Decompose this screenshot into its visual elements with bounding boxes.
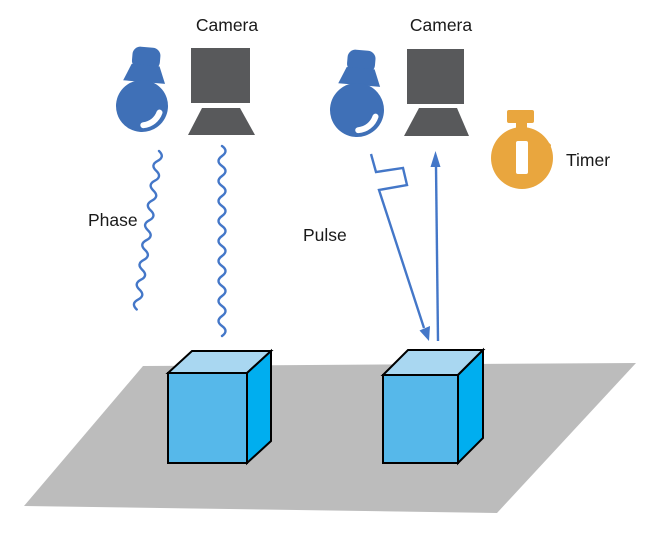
- pulse-line: [369, 153, 426, 329]
- bulb-cap: [347, 49, 376, 73]
- sine-wave: [217, 144, 227, 338]
- cube-front-face: [167, 372, 248, 464]
- camera-icon-right: [404, 49, 469, 136]
- phase-wave-returned: [217, 144, 227, 338]
- camera-body: [407, 49, 464, 104]
- timer-label: Timer: [566, 150, 610, 170]
- cube-front-face: [382, 374, 459, 464]
- stopwatch-icon: [491, 110, 553, 189]
- sine-wave: [132, 149, 163, 311]
- bulb-neck: [338, 66, 381, 87]
- timer-button: [507, 110, 534, 123]
- target-cube-left: [165, 348, 274, 466]
- camera-icon-left: [188, 48, 255, 135]
- phase-wave-emitted: [132, 149, 163, 311]
- camera-lens: [404, 108, 469, 136]
- return-line: [434, 165, 440, 342]
- light-bulb-icon-left: [116, 46, 168, 132]
- camera-lens: [188, 108, 255, 135]
- pulse-beam-outgoing: [369, 153, 430, 341]
- light-bulb-icon-right: [330, 49, 384, 137]
- arrowhead-down-icon: [419, 326, 430, 341]
- bulb-neck: [123, 63, 166, 84]
- target-cube-right: [380, 347, 486, 466]
- arrowhead-up-icon: [430, 151, 441, 167]
- camera-body: [191, 48, 250, 103]
- camera-label-right: Camera: [410, 15, 473, 35]
- ground-plane: [24, 363, 636, 513]
- timer-hand: [516, 141, 528, 174]
- camera-label-left: Camera: [196, 15, 259, 35]
- bulb-highlight: [140, 109, 163, 129]
- bulb-cap: [131, 46, 161, 70]
- pulse-beam-return: [430, 151, 441, 342]
- bulb-highlight: [355, 113, 379, 134]
- pulse-label: Pulse: [303, 225, 347, 245]
- timer-stem: [516, 119, 527, 135]
- phase-label: Phase: [88, 210, 138, 230]
